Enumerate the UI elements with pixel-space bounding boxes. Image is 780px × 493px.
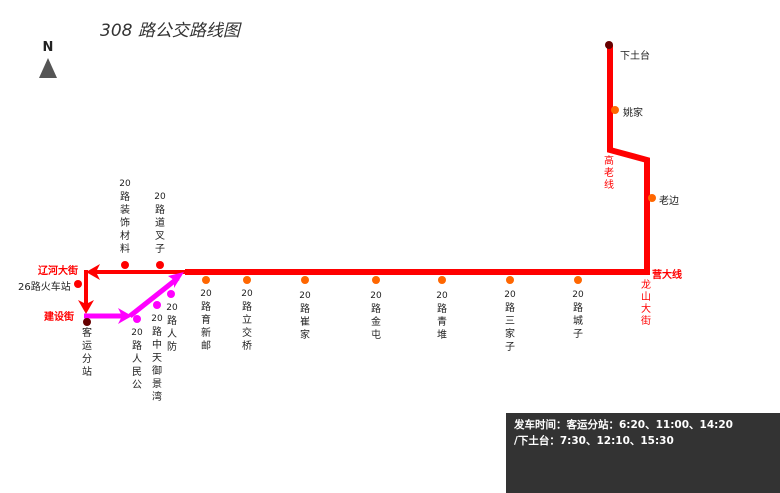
main-route-line — [185, 45, 650, 275]
stop-dot-chengzi — [574, 276, 582, 284]
stop-label-huochezhan: 26路火车站 — [18, 282, 71, 293]
schedule-box: 发车时间：客运分站：6:20、11:00、14:20 /下土台：7:30、12:… — [506, 413, 780, 493]
road-label-jianshe: 建设街 — [44, 312, 74, 323]
map-title: 308 路公交路线图 — [100, 21, 240, 41]
north-arrow-icon — [39, 58, 57, 78]
stop-dot-renmin — [133, 315, 141, 323]
arrow-down-icon — [78, 300, 94, 314]
stop-dot-daochazi — [156, 261, 164, 269]
stop-dot-keyun — [83, 318, 91, 326]
stop-label-keyun: 客运分站 — [82, 328, 92, 378]
arrow-left-icon — [86, 264, 100, 280]
stop-dot-jintun — [372, 276, 380, 284]
north-label: N — [42, 40, 54, 55]
schedule-line-1: 发车时间：客运分站：6:20、11:00、14:20 — [514, 419, 733, 431]
road-label-liaohe: 辽河大街 — [38, 266, 78, 277]
stop-dot-laobian — [648, 194, 656, 202]
stop-label-xiatutai: 下土台 — [620, 51, 650, 62]
stop-dot-zhuangshi — [121, 261, 129, 269]
arrow-diagonal-icon — [168, 272, 184, 288]
stop-dot-qingdui — [438, 276, 446, 284]
stop-dot-yuxin — [202, 276, 210, 284]
road-label-yingda: 营大线 — [652, 270, 682, 281]
stop-dot-lijiao — [243, 276, 251, 284]
road-label-longshan: 龙山大街 — [641, 280, 651, 327]
arrow-right-icon — [118, 308, 132, 324]
stop-dot-xiatutai — [605, 41, 613, 49]
stop-label-laobian: 老边 — [659, 196, 679, 207]
schedule-line-2: /下土台：7:30、12:10、15:30 — [514, 435, 674, 447]
stop-dot-sanjiazi — [506, 276, 514, 284]
branch-line-diagonal — [128, 276, 180, 318]
stop-dot-cuijia — [301, 276, 309, 284]
road-label-gaolao: 高老线 — [604, 156, 614, 191]
stop-dot-renfang — [167, 290, 175, 298]
stop-dot-zhongtian — [153, 301, 161, 309]
stop-dot-huochezhan — [74, 280, 82, 288]
stop-label-yaojia: 姚家 — [623, 108, 643, 119]
stop-dot-yaojia — [611, 106, 619, 114]
